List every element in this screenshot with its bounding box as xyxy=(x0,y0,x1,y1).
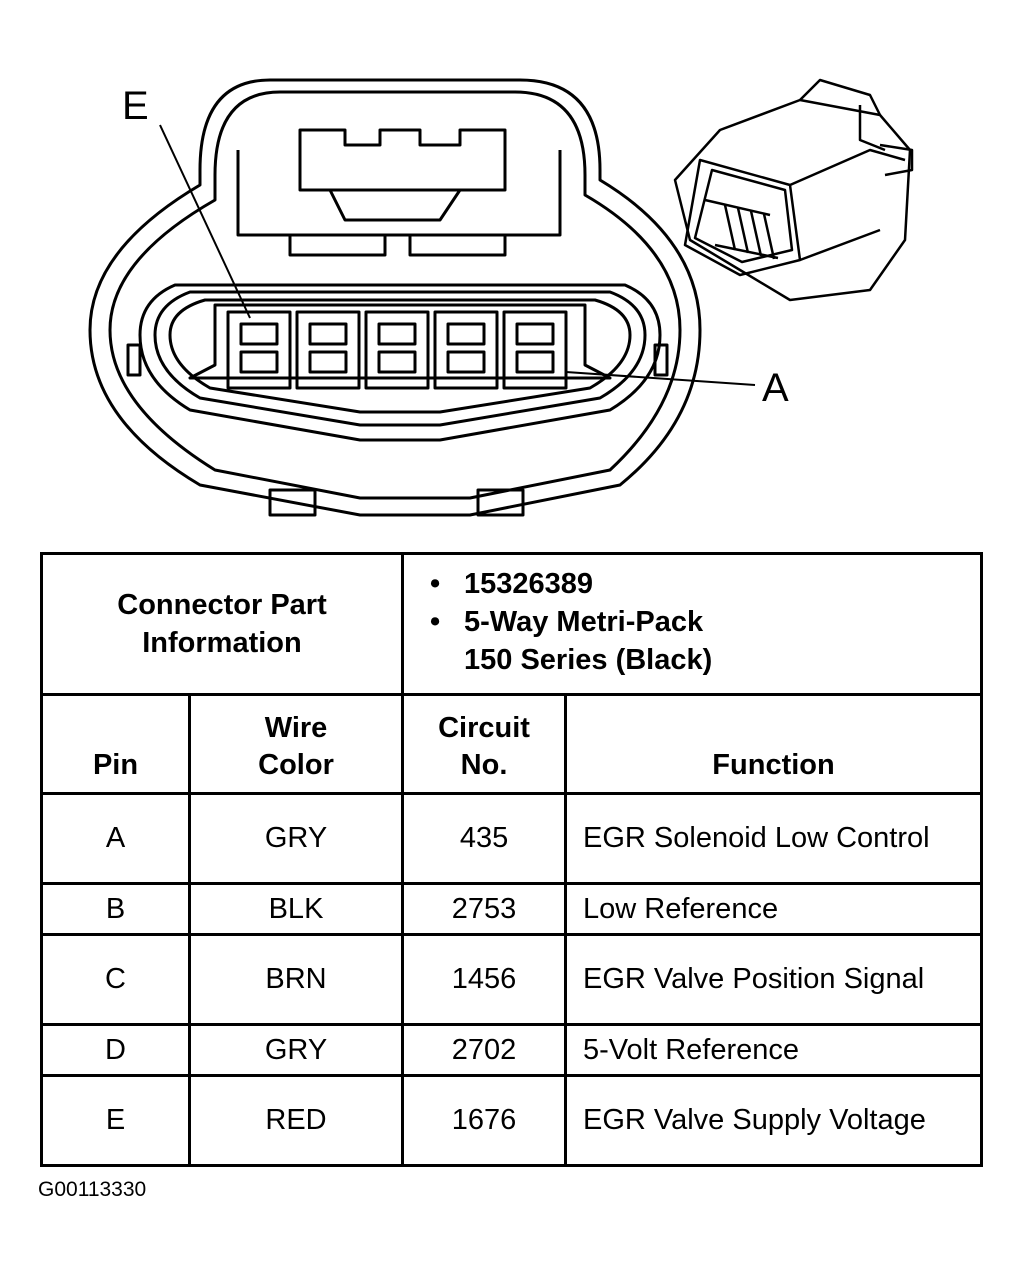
wire-color-cell: GRY xyxy=(187,1023,405,1077)
figure-id: G00113330 xyxy=(38,1178,147,1201)
column-header-circuit: Circuit No. xyxy=(401,693,568,795)
pin-cell: D xyxy=(40,1023,191,1077)
pin-cell: A xyxy=(40,792,191,885)
connector-diagram xyxy=(88,78,914,517)
table-row: C BRN 1456 EGR Valve Position Signal xyxy=(40,933,984,1026)
connector-latch xyxy=(236,150,562,237)
connector-housing-outer xyxy=(88,78,702,517)
pin-cell: C xyxy=(40,933,191,1026)
table-row: E RED 1676 EGR Valve Supply Voltage xyxy=(40,1074,984,1167)
callout-label-e: E xyxy=(122,84,149,128)
circuit-cell: 1676 xyxy=(401,1074,568,1167)
callout-label-a: A xyxy=(762,366,789,410)
part-info-label: Connector Part Information xyxy=(39,552,405,696)
pin-cell: B xyxy=(40,882,191,936)
column-header-row: Pin Wire Color Circuit No. Function xyxy=(40,693,984,795)
connector-perspective-view xyxy=(673,78,914,302)
connector-info-table: Connector Part Information • 15326389 • … xyxy=(39,552,984,1167)
function-cell: Low Reference xyxy=(564,882,984,936)
column-header-wire-color: Wire Color xyxy=(187,693,405,795)
column-header-function: Function xyxy=(564,693,984,795)
table-row: A GRY 435 EGR Solenoid Low Control xyxy=(40,792,984,885)
circuit-cell: 1456 xyxy=(401,933,568,1026)
part-info-values: • 15326389 • 5-Way Metri-Pack 150 Series… xyxy=(401,552,984,696)
table-row: B BLK 2753 Low Reference xyxy=(40,882,984,936)
function-cell: 5-Volt Reference xyxy=(564,1023,984,1077)
pin-cell: E xyxy=(40,1074,191,1167)
wire-color-cell: BRN xyxy=(187,933,405,1026)
terminal-cavities xyxy=(226,310,568,390)
function-cell: EGR Valve Position Signal xyxy=(564,933,984,1026)
connector-housing-inner xyxy=(108,90,682,500)
circuit-cell: 2753 xyxy=(401,882,568,936)
wire-color-cell: BLK xyxy=(187,882,405,936)
connector-type: • 5-Way Metri-Pack xyxy=(430,603,980,641)
part-number: • 15326389 xyxy=(430,565,980,603)
wire-color-cell: GRY xyxy=(187,792,405,885)
wire-color-cell: RED xyxy=(187,1074,405,1167)
bullet-icon: • xyxy=(430,568,441,600)
connector-series: 150 Series (Black) xyxy=(464,644,713,676)
part-info-row: Connector Part Information • 15326389 • … xyxy=(39,552,984,696)
bullet-icon: • xyxy=(430,606,441,638)
function-cell: EGR Valve Supply Voltage xyxy=(564,1074,984,1167)
table-row: D GRY 2702 5-Volt Reference xyxy=(40,1023,984,1077)
circuit-cell: 2702 xyxy=(401,1023,568,1077)
circuit-cell: 435 xyxy=(401,792,568,885)
column-header-pin: Pin xyxy=(40,693,191,795)
function-cell: EGR Solenoid Low Control xyxy=(564,792,984,885)
